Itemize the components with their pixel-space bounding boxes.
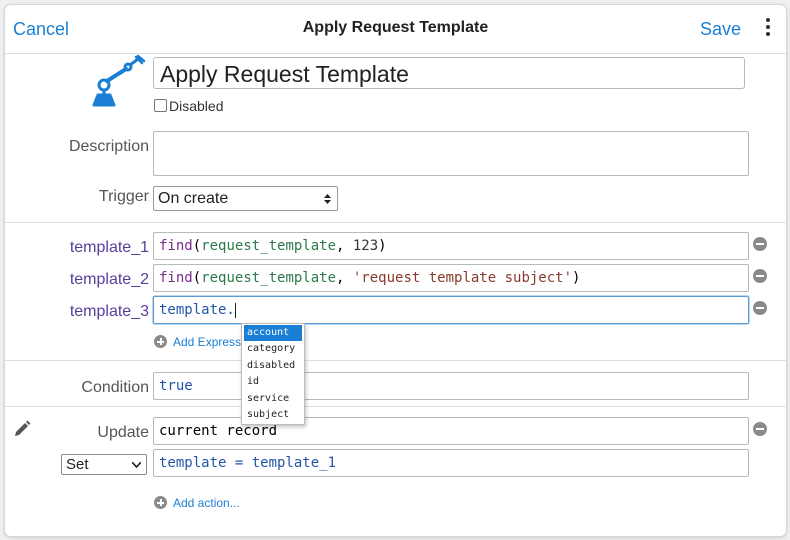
condition-label: Condition — [81, 379, 149, 396]
expr-value: template. — [159, 302, 235, 318]
save-button[interactable]: Save — [700, 19, 742, 39]
trigger-label: Trigger — [98, 188, 149, 205]
remove-expression-2-icon[interactable] — [753, 269, 767, 283]
trigger-value: On create — [158, 190, 229, 207]
autocomplete-option[interactable]: service — [247, 392, 290, 404]
expression-label-1: template_1 — [69, 239, 149, 256]
section-divider — [5, 406, 786, 407]
trigger-select[interactable]: On create — [153, 186, 338, 211]
autocomplete-option[interactable]: id — [247, 376, 260, 388]
remove-action-icon[interactable] — [753, 422, 767, 436]
expr-function: find — [159, 238, 193, 254]
update-label: Update — [97, 424, 149, 441]
autocomplete-option[interactable]: account — [244, 325, 302, 342]
action-expression-value: template = template_1 — [159, 455, 337, 471]
text-cursor — [234, 302, 236, 318]
add-action-link[interactable]: Add action... — [173, 496, 240, 510]
expression-label-2: template_2 — [69, 271, 149, 288]
autocomplete-option[interactable]: subject — [247, 408, 290, 420]
page-title: Apply Request Template — [302, 19, 489, 36]
expr-open-paren: ( — [192, 270, 202, 286]
autocomplete-option[interactable]: disabled — [247, 359, 296, 371]
expression-input-3[interactable]: template. — [153, 296, 749, 324]
expr-value: 'request template subject' — [352, 270, 573, 286]
disabled-label: Disabled — [169, 98, 224, 114]
expr-open-paren: ( — [192, 238, 202, 254]
add-expression-link[interactable]: Add Expression — [173, 335, 258, 349]
add-expression-icon[interactable] — [154, 335, 167, 348]
autocomplete-option[interactable]: category — [247, 343, 296, 355]
condition-input[interactable]: true — [153, 372, 749, 400]
disabled-checkbox[interactable] — [154, 99, 167, 112]
expression-input-2[interactable]: find(request_template, 'request template… — [153, 264, 749, 292]
add-action-icon[interactable] — [154, 496, 167, 509]
expr-argument: request_template — [201, 238, 337, 254]
expression-input-1[interactable]: find(request_template, 123) — [153, 232, 749, 260]
rule-name-input[interactable]: Apply Request Template — [153, 57, 745, 89]
expr-argument: request_template — [201, 270, 337, 286]
autocomplete-dropdown: account category disabled id service sub… — [241, 323, 305, 426]
expr-close-paren: ) — [378, 238, 387, 254]
remove-expression-1-icon[interactable] — [753, 237, 767, 251]
action-expression-input[interactable]: template = template_1 — [153, 449, 749, 477]
condition-value: true — [159, 378, 193, 394]
expression-label-3: template_3 — [69, 303, 149, 320]
rule-editor-panel: Cancel Apply Request Template Save Apply… — [4, 4, 787, 537]
expr-value: 123 — [352, 238, 379, 254]
expr-separator: , — [336, 270, 353, 286]
pencil-icon[interactable] — [12, 419, 32, 439]
expr-function: find — [159, 270, 193, 286]
robot-arm-icon — [92, 54, 146, 107]
cancel-button[interactable]: Cancel — [13, 19, 70, 39]
section-divider — [5, 360, 786, 361]
action-mode-select[interactable]: Set — [61, 454, 147, 475]
select-arrows-icon — [324, 194, 331, 204]
remove-expression-3-icon[interactable] — [753, 301, 767, 315]
update-target-input[interactable]: current record — [153, 417, 749, 445]
action-mode-value: Set — [66, 456, 89, 473]
update-target-value: current record — [159, 423, 278, 439]
description-textarea[interactable] — [153, 131, 749, 176]
expr-close-paren: ) — [572, 270, 581, 286]
expr-separator: , — [336, 238, 353, 254]
header-divider — [5, 53, 786, 54]
chevron-down-icon — [132, 462, 141, 468]
section-divider — [5, 222, 786, 223]
more-options-icon[interactable] — [766, 18, 770, 39]
description-label: Description — [68, 138, 149, 155]
